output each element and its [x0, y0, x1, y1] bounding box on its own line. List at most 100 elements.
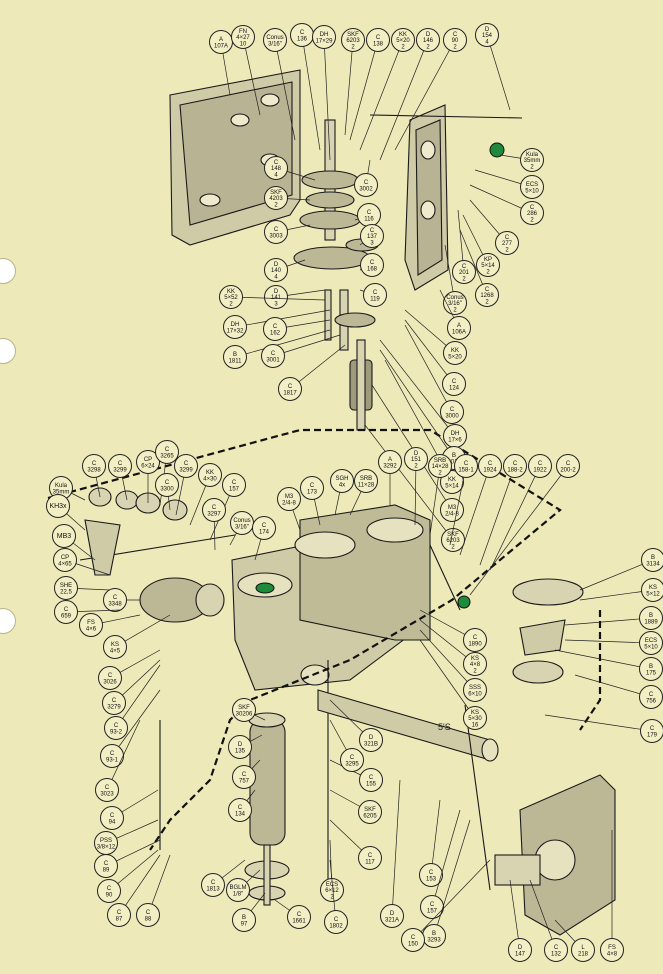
callout-text: Conus	[233, 518, 250, 524]
callout-text: 97	[241, 921, 248, 927]
callout-text: 1661	[292, 918, 306, 924]
callout-text: 4x	[339, 482, 345, 488]
callout-text: C	[430, 902, 435, 908]
callout-text: 1922	[533, 467, 547, 473]
callout-text: 6203	[446, 538, 460, 544]
callout-text: 157	[229, 486, 240, 492]
callout-text: 87	[116, 916, 123, 922]
callout-text: M3	[448, 505, 457, 511]
callout-text: 3265	[160, 453, 174, 459]
callout-text: D	[426, 32, 431, 38]
callout-text: 4×6	[86, 626, 97, 632]
callout-text: C	[370, 228, 375, 234]
callout-text: C	[112, 698, 117, 704]
callout-text: C	[473, 635, 478, 641]
callout-text: 3292	[383, 463, 397, 469]
callout-text: B	[649, 664, 653, 670]
callout-text: 5×20	[448, 354, 462, 360]
callout-text: A	[457, 323, 461, 329]
callout-text: B	[452, 453, 456, 459]
callout-text: SKF	[364, 807, 376, 813]
callout-text: 136	[297, 36, 308, 42]
callout-text: KP	[484, 257, 492, 263]
callout-text: A	[388, 457, 392, 463]
callout-text: 5×20	[396, 38, 410, 44]
callout-text: C	[450, 407, 455, 413]
callout-text: 3299	[179, 467, 193, 473]
callout-text: 3300	[160, 486, 174, 492]
callout-text: 5×14	[481, 263, 495, 269]
callout-text: DH	[451, 431, 460, 437]
callout-text: 88	[145, 916, 152, 922]
callout-text: DH	[320, 32, 329, 38]
callout-text: 1802	[329, 923, 343, 929]
callout-text: 6×24	[141, 463, 155, 469]
callout-text: C	[453, 32, 458, 38]
callout-text: C	[368, 853, 373, 859]
callout-text: 188-2	[507, 467, 523, 473]
callout-text: KK	[399, 32, 407, 38]
callout-text: C	[64, 607, 69, 613]
callout-text: 3279	[107, 704, 121, 710]
callout-text: C	[310, 483, 315, 489]
callout-text: KK	[206, 470, 214, 476]
callout-text: C	[334, 917, 339, 923]
callout-text: C	[649, 692, 654, 698]
callout-text: C	[505, 235, 510, 241]
callout-text: MB3	[57, 533, 72, 540]
callout-text: 6203	[346, 38, 360, 44]
callout-text: Conus	[446, 295, 463, 301]
callout-text: DH	[231, 322, 240, 328]
callout-text: 119	[370, 296, 380, 302]
leader-line	[380, 350, 454, 458]
armature	[350, 340, 372, 430]
callout-text: BGLM	[229, 885, 246, 891]
callout-text: 157	[427, 908, 438, 914]
leader-line	[360, 40, 403, 150]
callout-text: C	[165, 447, 170, 453]
callout-text: C	[288, 384, 293, 390]
callout-text: KS	[111, 642, 119, 648]
callout-text: 14×28	[432, 464, 450, 470]
callout-text: 1811	[229, 358, 243, 364]
callout-text: C	[530, 205, 535, 211]
leader-line	[565, 640, 651, 643]
callout-text: 11×28	[358, 482, 375, 488]
callout-text: C	[108, 673, 113, 679]
callout-text: 286	[527, 211, 538, 217]
callout-text: C	[350, 755, 355, 761]
ball-knob-upper	[490, 143, 504, 157]
callout-text: D	[485, 27, 490, 33]
callout-text: Kula	[526, 152, 539, 158]
callout-text: B	[432, 931, 436, 937]
callout-text: SKF	[447, 532, 459, 538]
callout-text: C	[113, 595, 118, 601]
callout-text: 155	[366, 781, 377, 787]
callout-text: 277	[502, 241, 513, 247]
callout-text: 3026	[103, 679, 117, 685]
callout-text: 90	[452, 38, 459, 44]
callout-text: 5×14	[445, 483, 459, 489]
callout-text: C	[376, 35, 381, 41]
callout-text: 3/16"	[268, 41, 282, 47]
callout-text: C	[464, 461, 469, 467]
callout-text: SKF	[270, 190, 282, 196]
callout-text: 140	[271, 268, 282, 274]
callout-text: SGH	[335, 476, 348, 482]
callout-text: SRB	[360, 476, 372, 482]
callout-text: ECS	[645, 638, 657, 644]
housing-right-half	[405, 105, 448, 290]
callout-text: 3293	[427, 937, 441, 943]
callout-text: C	[92, 461, 97, 467]
part-callout: KS4×5	[104, 615, 171, 659]
